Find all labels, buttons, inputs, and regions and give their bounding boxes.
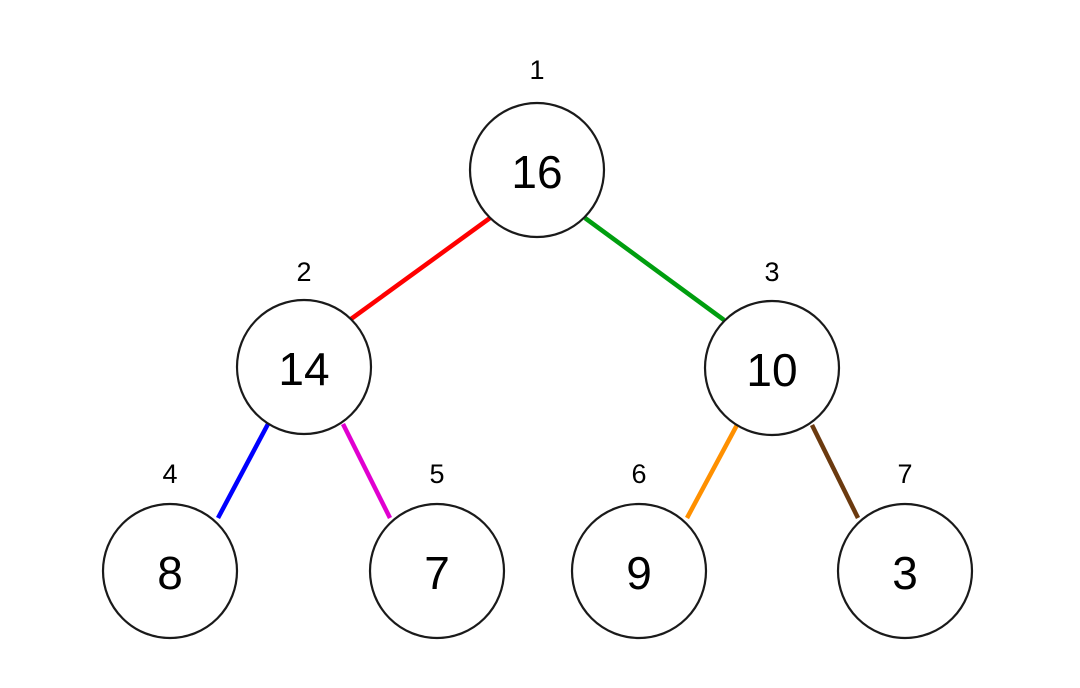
node-value-2: 14 — [278, 343, 329, 395]
edge-2-5 — [340, 422, 393, 520]
edge-3-6 — [685, 423, 739, 520]
node-circle-1[interactable] — [468, 101, 606, 239]
node-value-1: 16 — [511, 146, 562, 198]
tree-node-1[interactable]: 16 1 — [468, 55, 606, 239]
edge-1-2 — [349, 216, 492, 321]
edge-1-3 — [583, 216, 726, 322]
tree-node-7[interactable]: 37 — [836, 459, 974, 640]
tree-node-3[interactable]: 10 3 — [703, 257, 841, 437]
node-value-6: 9 — [626, 547, 652, 599]
node-value-5: 7 — [424, 547, 450, 599]
node-index-label-4: 4 — [162, 459, 177, 489]
edge-2-4 — [216, 422, 270, 520]
node-index-label-2: 2 — [296, 257, 311, 287]
tree-node-6[interactable]: 96 — [570, 459, 708, 640]
node-index-label-7: 7 — [897, 459, 912, 489]
node-value-7: 3 — [892, 547, 918, 599]
node-index-label-3: 3 — [764, 257, 779, 287]
node-circle-3[interactable] — [703, 299, 841, 437]
node-circle-5[interactable] — [368, 502, 506, 640]
node-index-label-1: 1 — [529, 55, 544, 85]
node-circle-6[interactable] — [570, 502, 708, 640]
node-value-3: 10 — [746, 344, 797, 396]
edge-3-7 — [809, 424, 861, 519]
node-index-label-6: 6 — [631, 459, 646, 489]
node-circle-7[interactable] — [836, 502, 974, 640]
tree-node-2[interactable]: 14 2 — [235, 257, 373, 436]
node-index-label-5: 5 — [429, 459, 444, 489]
node-circle-2[interactable] — [235, 298, 373, 436]
tree-node-4[interactable]: 84 — [101, 459, 239, 640]
node-value-4: 8 — [157, 547, 183, 599]
tree-node-5[interactable]: 75 — [368, 459, 506, 640]
node-circle-4[interactable] — [101, 502, 239, 640]
edges-layer — [216, 216, 861, 520]
